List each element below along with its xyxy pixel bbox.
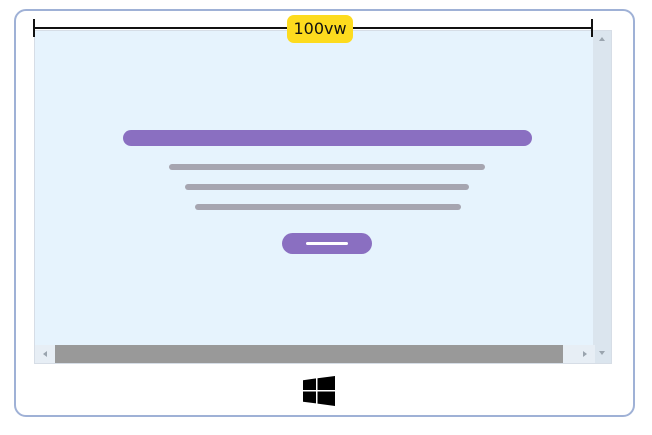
button-placeholder[interactable] bbox=[282, 233, 372, 254]
button-label-placeholder bbox=[306, 242, 348, 245]
windows-logo-icon bbox=[303, 376, 335, 406]
text-line-placeholder bbox=[195, 204, 461, 210]
measurement-tick-left bbox=[33, 19, 35, 37]
scroll-left-icon[interactable] bbox=[43, 351, 47, 357]
width-label-badge: 100vw bbox=[287, 15, 353, 43]
scroll-down-icon[interactable] bbox=[599, 351, 605, 355]
heading-placeholder bbox=[123, 130, 532, 146]
horizontal-scrollbar[interactable] bbox=[35, 345, 595, 363]
browser-viewport bbox=[34, 30, 612, 364]
scroll-right-icon[interactable] bbox=[583, 351, 587, 357]
horizontal-scroll-thumb[interactable] bbox=[55, 345, 563, 363]
scroll-up-icon[interactable] bbox=[599, 37, 605, 41]
text-line-placeholder bbox=[169, 164, 485, 170]
vertical-scrollbar[interactable] bbox=[593, 31, 611, 363]
measurement-tick-right bbox=[591, 19, 593, 37]
text-line-placeholder bbox=[185, 184, 469, 190]
